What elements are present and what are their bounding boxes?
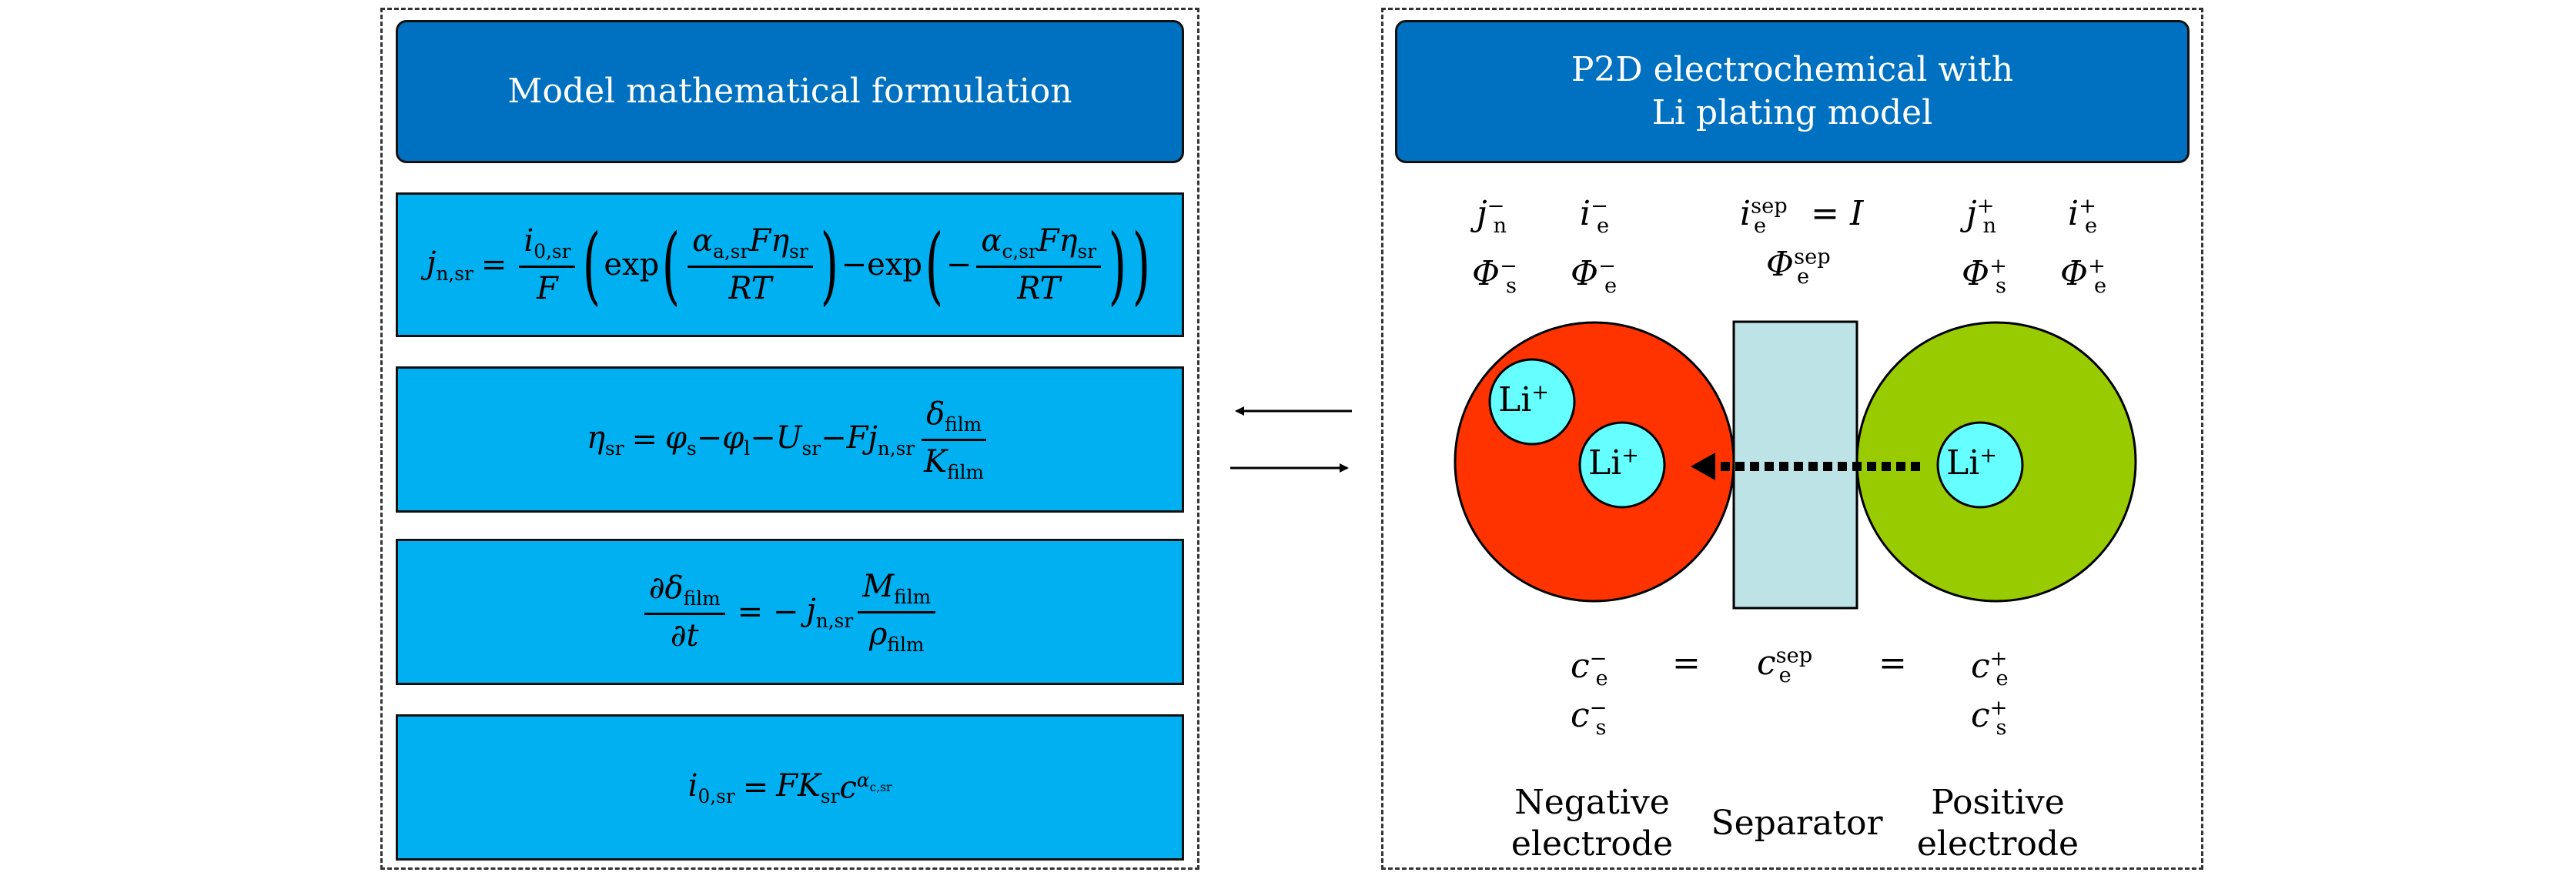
label-separator: Separator [1711,804,1883,843]
label-negative-electrode: Negative electrode [1510,783,1674,864]
li-ion-label-3: Li+ [1946,443,1998,483]
label-ce-negative: c−e [1571,647,1608,690]
li-ion-label-1: Li+ [1498,380,1550,419]
model-formulation-header: Model mathematical formulation [396,20,1184,163]
li-transport-arrowhead [1691,453,1715,480]
label-ce-positive: c+e [1971,647,2009,690]
li-ion-1 [1488,358,1576,446]
p2d-model-header: P2D electrochemical with Li plating mode… [1395,20,2190,163]
right-panel [1381,8,2203,870]
label-jn-negative: j−n [1477,194,1507,238]
model-formulation-title: Model mathematical formulation [507,72,1072,111]
label-positive-electrode: Positive electrode [1916,783,2079,864]
label-ie-separator: isepe = I [1740,194,1864,238]
li-ion-3 [1936,421,2024,509]
label-cs-negative: c−s [1571,696,1607,740]
label-cs-positive: c+s [1971,696,2008,740]
p2d-header-line2: Li plating model [1651,93,1933,132]
p2d-header-line1: P2D electrochemical with [1571,50,2014,89]
label-equals-1: = [1672,643,1701,683]
left-panel [380,8,1199,870]
label-ie-negative: i−e [1580,194,1610,238]
equation-exchange-current: i0,sr = FKsr cαc,sr [396,714,1184,861]
label-phie-separator: Φsepe [1766,245,1831,289]
label-phis-positive: Φ+s [1962,254,2007,298]
label-ce-separator: csepe [1757,643,1813,687]
li-ion-label-2: Li+ [1588,443,1640,483]
label-phis-negative: Φ−s [1472,254,1517,298]
label-phie-negative: Φ−e [1571,254,1618,298]
label-equals-2: = [1878,643,1907,683]
label-ie-positive: i+e [2068,194,2098,238]
label-jn-positive: j+n [1966,194,1997,238]
li-ion-2 [1578,421,1666,509]
label-phie-positive: Φ+e [2060,254,2107,298]
